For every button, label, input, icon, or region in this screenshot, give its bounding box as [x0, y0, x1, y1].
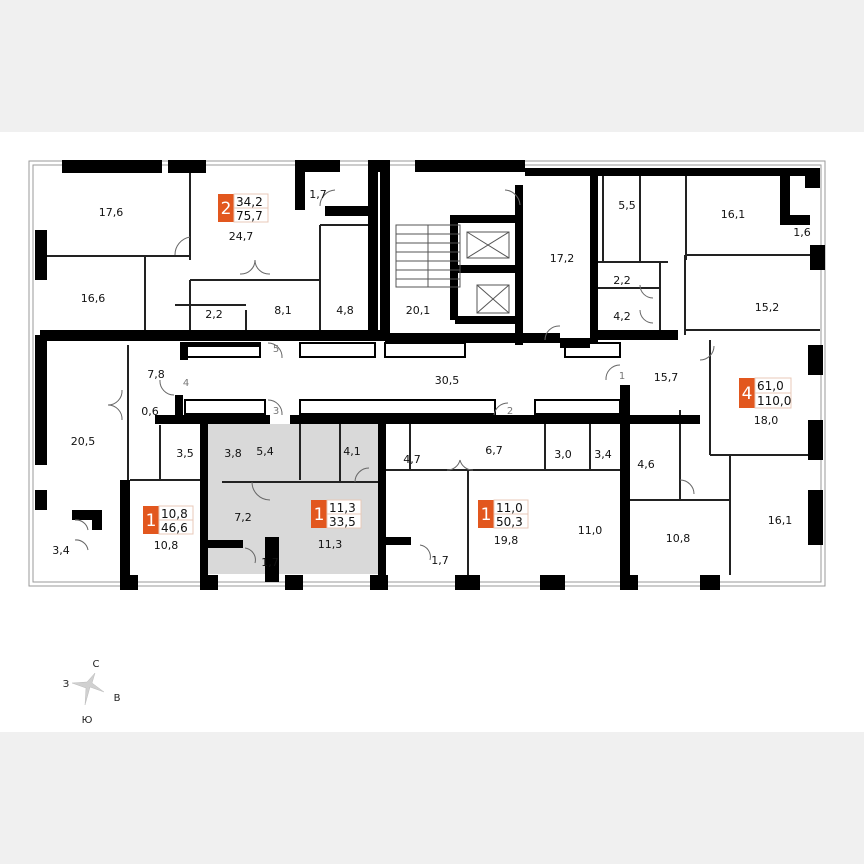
- compass-rose: С В Ю З: [63, 659, 121, 726]
- rooms-count: 4: [742, 384, 753, 404]
- compass-south: Ю: [82, 715, 93, 726]
- door-number: 1: [619, 371, 625, 382]
- living-area: 61,0: [757, 379, 784, 393]
- area-label: 16,1: [768, 514, 793, 527]
- area-label: 3,4: [52, 544, 70, 557]
- area-label: 4,8: [336, 304, 354, 317]
- door-swings: [74, 189, 715, 564]
- room-labels: 17,6 24,7 1,7 16,6 2,2 8,1 4,8 20,1 17,2…: [52, 188, 811, 569]
- area-label: 0,6: [141, 405, 159, 418]
- highlighted-apartment-fill: [208, 424, 378, 574]
- area-label: 16,1: [721, 208, 746, 221]
- area-label: 7,2: [234, 511, 252, 524]
- living-area: 11,0: [496, 501, 523, 515]
- area-label: 3,8: [224, 447, 242, 460]
- elevator-shafts: [466, 231, 510, 314]
- door-number: 2: [507, 406, 513, 417]
- area-label: 19,8: [494, 534, 519, 547]
- door-number: 4: [183, 378, 189, 389]
- area-label: 4,1: [343, 445, 361, 458]
- area-label: 7,8: [147, 368, 165, 381]
- area-label: 20,1: [406, 304, 431, 317]
- area-label: 1,7: [431, 554, 449, 567]
- apartment-badge: 1 11,3 33,5: [311, 499, 362, 529]
- area-label: 5,5: [618, 199, 636, 212]
- floor-plan-sheet: [0, 132, 864, 732]
- apartment-badge: 2 34,2 75,7: [218, 193, 269, 223]
- area-label: 4,6: [637, 458, 655, 471]
- rooms-count: 1: [146, 511, 157, 531]
- area-label: 11,3: [318, 538, 343, 551]
- load-bearing-walls: [35, 160, 825, 590]
- total-area: 33,5: [329, 515, 356, 529]
- total-area: 75,7: [236, 209, 263, 223]
- living-area: 10,8: [161, 507, 188, 521]
- area-label: 4,2: [613, 310, 631, 323]
- area-label: 1,7: [261, 556, 279, 569]
- area-label: 5,4: [256, 445, 274, 458]
- area-label: 18,0: [754, 414, 779, 427]
- compass-north: С: [93, 659, 100, 670]
- area-label: 24,7: [229, 230, 254, 243]
- area-label: 4,7: [403, 453, 421, 466]
- area-label: 16,6: [81, 292, 106, 305]
- area-label: 15,2: [755, 301, 780, 314]
- apartment-badge: 1 10,8 46,6: [143, 505, 194, 535]
- total-area: 110,0: [757, 394, 791, 408]
- area-label: 8,1: [274, 304, 292, 317]
- area-label: 17,2: [550, 252, 575, 265]
- living-area: 11,3: [329, 501, 356, 515]
- rooms-count: 1: [314, 505, 325, 525]
- area-label: 3,5: [176, 447, 194, 460]
- area-label: 3,0: [554, 448, 572, 461]
- area-label: 2,2: [205, 308, 223, 321]
- area-label: 20,5: [71, 435, 96, 448]
- total-area: 50,3: [496, 515, 523, 529]
- stairwell: [395, 224, 461, 288]
- apartment-badge: 4 61,0 110,0: [739, 377, 792, 409]
- area-label: 17,6: [99, 206, 124, 219]
- corridor-storage: [184, 342, 621, 415]
- area-label: 30,5: [435, 374, 460, 387]
- compass-star-icon: [71, 672, 105, 706]
- area-label: 15,7: [654, 371, 679, 384]
- apartment-badge: 1 11,0 50,3: [478, 499, 529, 529]
- rooms-count: 1: [481, 505, 492, 525]
- entrance-numbers: 1 2 3 4 5: [183, 344, 625, 417]
- compass-east: В: [114, 693, 121, 704]
- compass-west: З: [63, 679, 69, 690]
- living-area: 34,2: [236, 195, 263, 209]
- total-area: 46,6: [161, 521, 188, 535]
- partitions: [40, 172, 820, 575]
- area-label: 3,4: [594, 448, 612, 461]
- area-label: 2,2: [613, 274, 631, 287]
- area-label: 10,8: [154, 539, 179, 552]
- door-number: 3: [273, 406, 279, 417]
- area-label: 1,7: [309, 188, 327, 201]
- rooms-count: 2: [221, 199, 232, 219]
- door-number: 5: [273, 344, 279, 355]
- area-label: 10,8: [666, 532, 691, 545]
- area-label: 11,0: [578, 524, 603, 537]
- area-label: 6,7: [485, 444, 503, 457]
- area-label: 1,6: [793, 226, 811, 239]
